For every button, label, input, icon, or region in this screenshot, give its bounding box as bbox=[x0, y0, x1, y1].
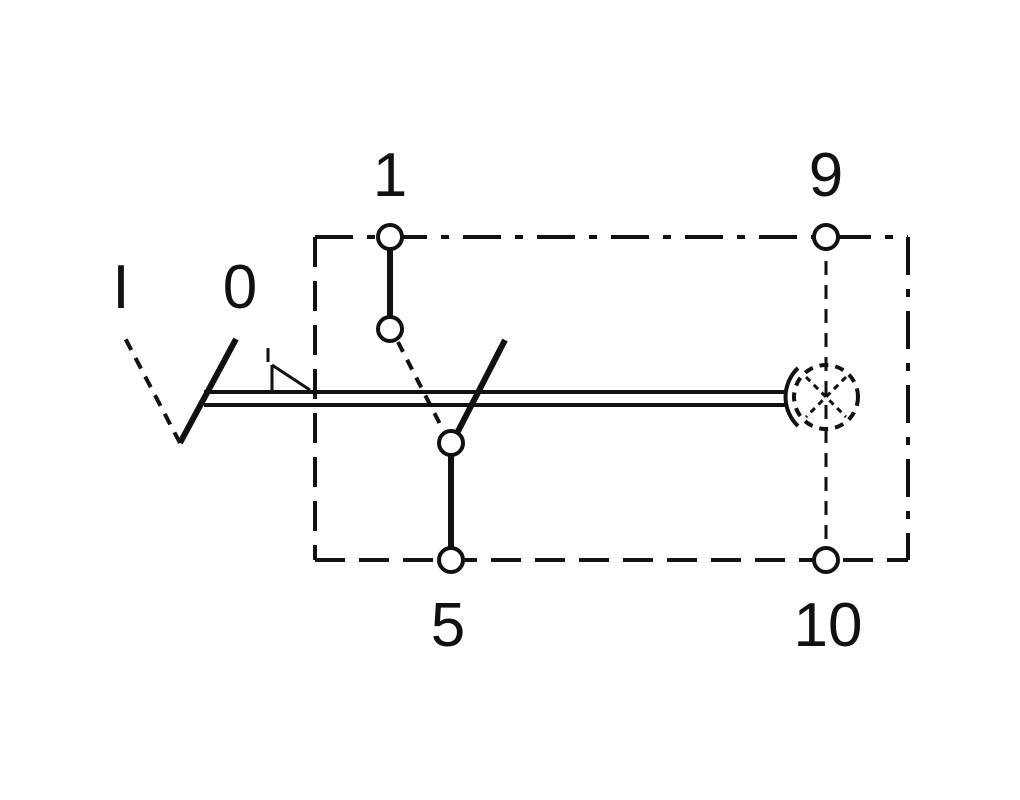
lamp-cross-b bbox=[804, 375, 848, 419]
terminal-5-node bbox=[437, 546, 465, 574]
rocker-handle bbox=[123, 337, 239, 445]
position-on-label: I bbox=[112, 253, 129, 322]
terminal-1-node bbox=[376, 223, 404, 251]
position-off-label: 0 bbox=[223, 253, 257, 322]
pivot-contact-node bbox=[376, 315, 404, 343]
terminal-9-label: 9 bbox=[809, 141, 843, 210]
lamp-circle bbox=[792, 363, 860, 431]
rocker-dashed-arm bbox=[123, 337, 182, 444]
terminal-5-label: 5 bbox=[431, 591, 465, 660]
actuator-shaft bbox=[204, 390, 786, 407]
detent-marker bbox=[266, 348, 311, 392]
blade-contact-node bbox=[437, 429, 465, 457]
detent-diagonal bbox=[271, 363, 311, 392]
switch-blade bbox=[449, 338, 508, 445]
lamp-cross-a bbox=[804, 375, 848, 419]
contact-dashed-link bbox=[396, 341, 444, 429]
terminal-1-label: 1 bbox=[373, 141, 407, 210]
terminal-10-label: 10 bbox=[794, 591, 863, 660]
terminal-9-node bbox=[812, 223, 840, 251]
rocker-solid-arm bbox=[177, 337, 239, 445]
terminal-10-node bbox=[812, 546, 840, 574]
lamp-lens-arc bbox=[783, 366, 800, 428]
switch-housing-outline bbox=[313, 235, 910, 562]
indicator-lamp bbox=[783, 363, 860, 431]
